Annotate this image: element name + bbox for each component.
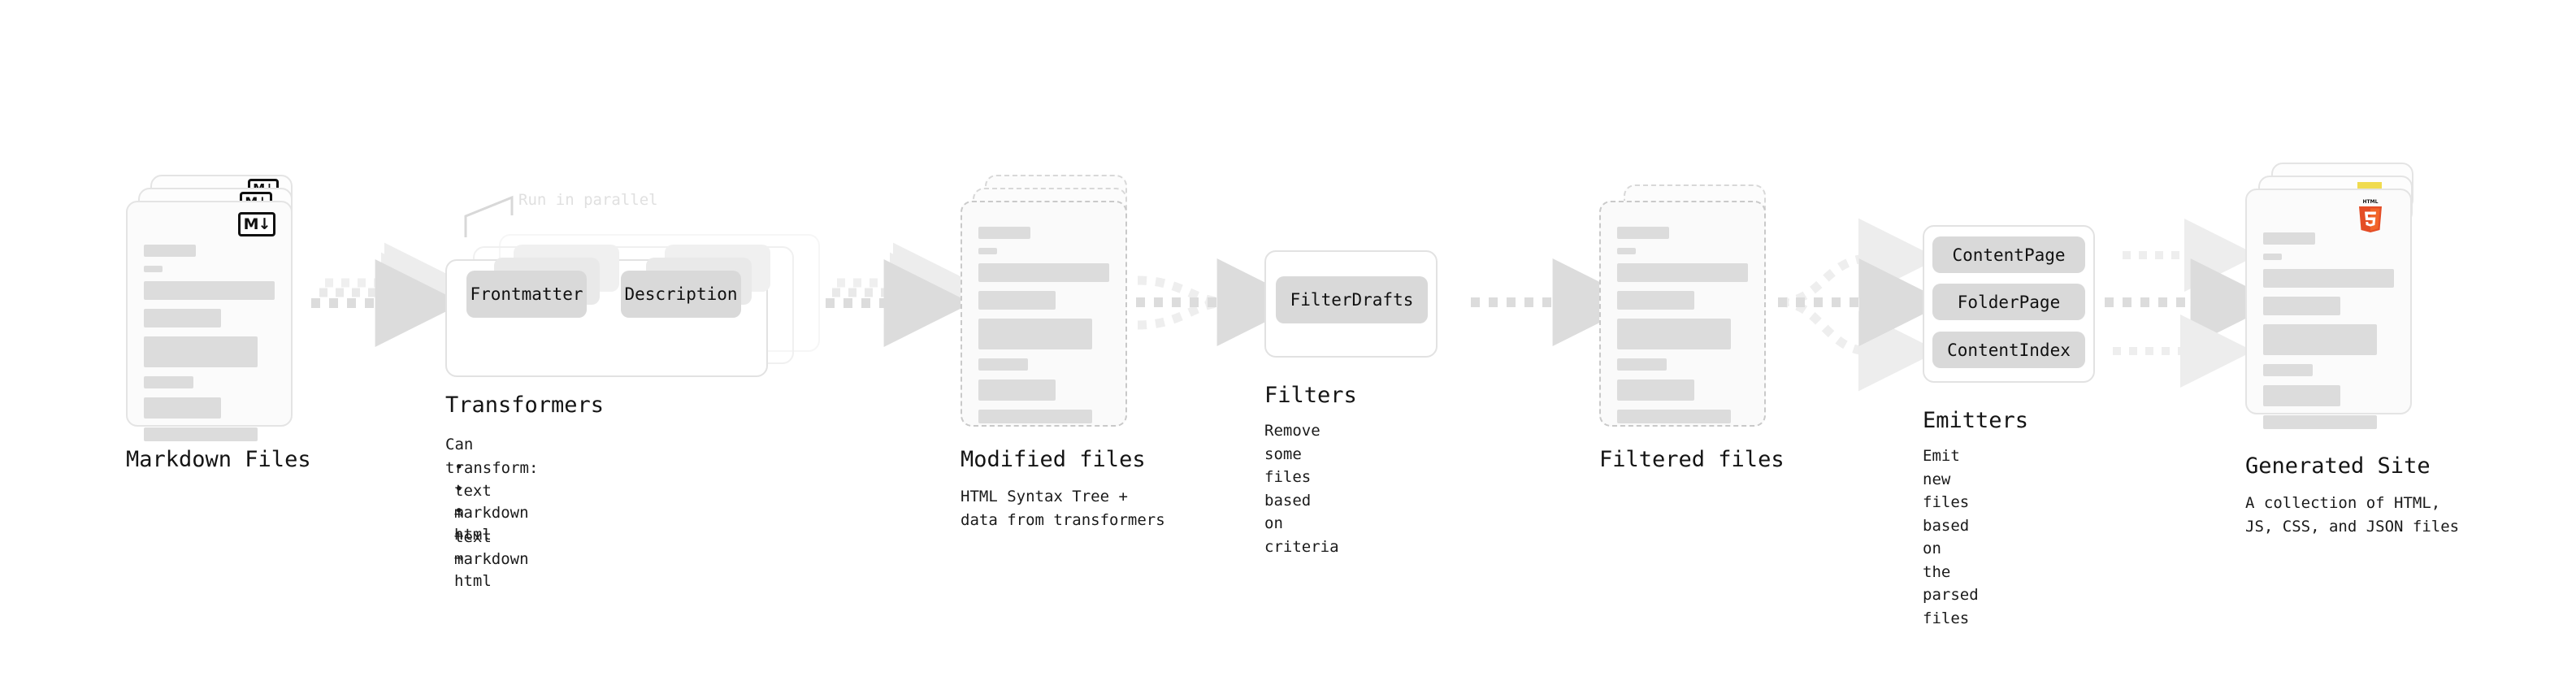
content-line — [1617, 227, 1669, 239]
content-line — [2263, 297, 2340, 315]
stage-title-generated-site: Generated Site — [2245, 453, 2431, 479]
stage-modified-files: Modified files HTML Syntax Tree + data f… — [961, 175, 1165, 531]
stage-generated-site: CSS HTML — [2245, 163, 2459, 538]
modified-card-stack — [961, 175, 1135, 427]
stage-desc-transformers: Can transform: — [445, 436, 539, 477]
arrow-markdown-to-transformers — [311, 242, 465, 347]
filtered-card-front — [1599, 201, 1766, 427]
content-line — [2263, 232, 2315, 245]
emitters-chip-folderpage[interactable]: FolderPage — [1932, 284, 2085, 320]
arrow-filtered-to-emitters — [1778, 218, 1947, 392]
transformer-bullet-1: • markdown → markdown — [454, 480, 529, 568]
markdown-card-stack: M↓ M↓ M↓ — [126, 175, 301, 441]
content-line — [978, 410, 1093, 423]
transformer-chip-description[interactable]: Description — [621, 271, 741, 318]
content-line — [978, 263, 1109, 282]
content-line — [2263, 385, 2340, 406]
site-card-front: HTML — [2245, 189, 2412, 429]
content-line — [144, 281, 275, 300]
filtered-card-lines — [1617, 227, 1748, 432]
transformer-bullet-2: • html → html — [454, 502, 492, 590]
markdown-badge-icon: M↓ — [238, 212, 275, 236]
site-card-lines — [2263, 232, 2394, 438]
content-line — [1617, 380, 1694, 401]
content-line — [978, 227, 1030, 239]
content-line — [2263, 324, 2378, 355]
filters-chip-filterdrafts[interactable]: FilterDrafts — [1276, 276, 1428, 323]
emitters-chip-folderpage-label: FolderPage — [1957, 292, 2061, 312]
content-line — [2263, 269, 2394, 288]
run-in-parallel-bracket — [464, 195, 514, 237]
stage-title-markdown-files: Markdown Files — [126, 447, 311, 472]
emitters-chip-contentpage[interactable]: ContentPage — [1932, 236, 2085, 273]
transformer-chip-frontmatter-label: Frontmatter — [470, 284, 583, 304]
transformer-chip-description-label: Description — [624, 284, 738, 304]
html5-badge-icon: HTML — [2357, 197, 2384, 232]
stage-desc-filters: Remove some files based on criteria — [1264, 422, 1339, 556]
site-card-stack: CSS HTML — [2245, 163, 2420, 429]
emitters-chip-contentindex[interactable]: ContentIndex — [1932, 332, 2085, 368]
stage-title-filtered-files: Filtered files — [1599, 447, 1785, 472]
emitters-chip-contentindex-label: ContentIndex — [1947, 340, 2071, 360]
content-line — [144, 427, 258, 441]
stage-desc-modified-files: HTML Syntax Tree + data from transformer… — [961, 488, 1165, 529]
content-line — [978, 358, 1029, 371]
content-line — [2263, 254, 2282, 260]
content-line — [978, 380, 1056, 401]
markdown-card-lines — [144, 245, 275, 450]
svg-text:HTML: HTML — [2363, 199, 2379, 205]
arrow-transformers-to-modified — [826, 242, 974, 347]
stage-filtered-files: Filtered files — [1599, 175, 1785, 472]
content-line — [144, 245, 196, 257]
content-line — [978, 291, 1056, 310]
run-in-parallel-label: Run in parallel — [518, 191, 658, 209]
content-line — [2263, 364, 2314, 376]
content-line — [1617, 291, 1694, 310]
content-line — [1617, 358, 1667, 371]
markdown-card-front: M↓ — [126, 201, 293, 441]
stage-title-transformers: Transformers — [445, 393, 605, 418]
modified-card-front — [961, 201, 1127, 427]
stage-title-modified-files: Modified files — [961, 447, 1146, 472]
content-line — [144, 266, 163, 272]
filters-chip-filterdrafts-label: FilterDrafts — [1290, 290, 1414, 310]
content-line — [144, 397, 221, 419]
stage-title-filters: Filters — [1264, 383, 1357, 408]
transformer-chip-frontmatter[interactable]: Frontmatter — [466, 271, 587, 318]
content-line — [1617, 410, 1732, 423]
stage-desc-emitters: Emit new files based on the parsed files — [1923, 447, 1979, 627]
content-line — [144, 336, 258, 367]
transformer-bullet-0: • text → text — [454, 458, 492, 546]
arrow-emitters-to-site — [2105, 219, 2279, 388]
content-line — [1617, 319, 1732, 349]
emitters-chip-contentpage-label: ContentPage — [1952, 245, 2066, 265]
content-line — [1617, 263, 1748, 282]
stage-markdown-files: M↓ M↓ M↓ Markdown Files — [126, 175, 311, 472]
stage-title-emitters: Emitters — [1923, 408, 2029, 433]
content-line — [1617, 248, 1636, 254]
content-line — [978, 319, 1093, 349]
filtered-card-stack — [1599, 175, 1774, 427]
content-line — [144, 309, 221, 327]
content-line — [144, 376, 194, 388]
stage-desc-generated-site: A collection of HTML, JS, CSS, and JSON … — [2245, 494, 2460, 536]
content-line — [2263, 415, 2378, 429]
content-line — [978, 248, 997, 254]
modified-card-lines — [978, 227, 1109, 432]
html5-badge-svg: HTML — [2359, 199, 2382, 232]
